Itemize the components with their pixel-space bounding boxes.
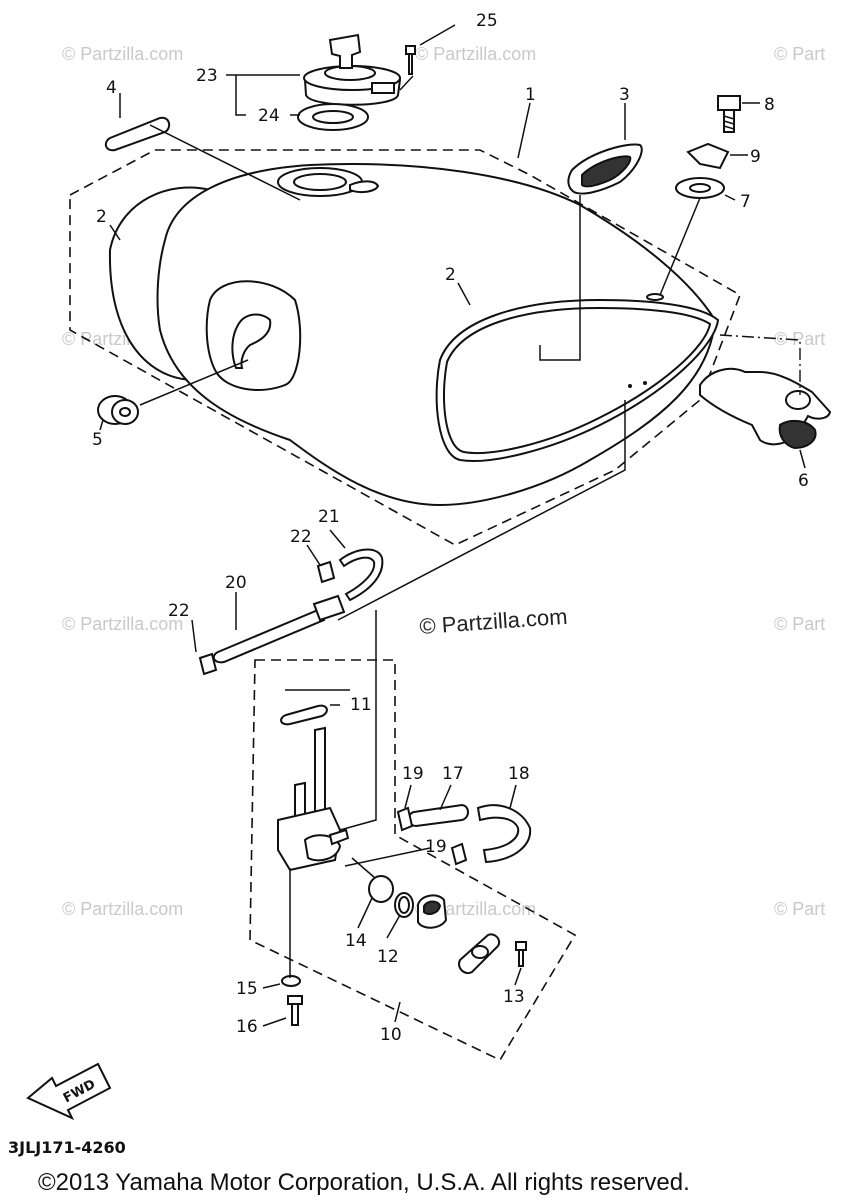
callout-1: 1 (525, 85, 536, 105)
drain-washer (281, 975, 301, 987)
leader-lines (99, 24, 806, 1027)
callout-22-upper: 22 (290, 527, 312, 547)
callout-19-lower: 19 (425, 837, 447, 857)
vacuum-hose (476, 804, 532, 864)
hose-clip-a (396, 806, 414, 832)
watermark: © Partzilla.com (62, 899, 183, 919)
cap-gasket (297, 103, 369, 131)
tank-damper (97, 395, 139, 425)
callout-5: 5 (92, 430, 103, 450)
callout-23: 23 (196, 66, 218, 86)
watermark: © Part (774, 329, 825, 349)
watermark-main: © Partzilla.com (419, 604, 569, 639)
rubber-pad (104, 116, 171, 152)
watermark: © Part (774, 44, 825, 64)
callout-9: 9 (750, 147, 761, 167)
fuel-cock-body (277, 726, 350, 872)
watermark: © Part (774, 614, 825, 634)
callout-11: 11 (350, 695, 372, 715)
lever (417, 894, 448, 929)
callout-18: 18 (508, 764, 530, 784)
mount-plate (686, 142, 730, 170)
callout-21: 21 (318, 507, 340, 527)
callout-3: 3 (619, 85, 630, 105)
hose-clip-upper (316, 560, 336, 584)
callout-2-side: 2 (445, 265, 456, 285)
callout-17: 17 (442, 764, 464, 784)
callout-19-upper: 19 (402, 764, 424, 784)
watermarks: © Partzilla.com © Partzilla.com © Part ©… (62, 44, 825, 919)
callout-24: 24 (258, 106, 280, 126)
cover-screw (515, 941, 527, 967)
callout-8: 8 (764, 95, 775, 115)
vacuum-pipe (408, 803, 469, 828)
fuel-hose-upper (338, 548, 384, 602)
cap-screw (405, 45, 416, 75)
filter-cup (368, 875, 394, 903)
gasket-ring (394, 892, 414, 918)
fuel-tank-cap (303, 33, 402, 106)
copyright-notice: ©2013 Yamaha Motor Corporation, U.S.A. A… (38, 1169, 690, 1196)
callout-15: 15 (236, 979, 258, 999)
callout-7: 7 (740, 192, 751, 212)
callout-16: 16 (236, 1017, 258, 1037)
fuel-pipe (212, 594, 346, 664)
tank-bracket (699, 367, 832, 450)
tank-assembly-boundary (69, 149, 741, 546)
hose-clip-lower (198, 652, 218, 676)
fuel-cock-assembly-boundary (249, 659, 577, 1062)
mount-bolt (717, 95, 741, 133)
callout-4: 4 (106, 78, 117, 98)
fwd-arrow: FWD (26, 1062, 112, 1121)
callout-25: 25 (476, 11, 498, 31)
callout-22-lower: 22 (168, 601, 190, 621)
callout-20: 20 (225, 573, 247, 593)
callout-14: 14 (345, 931, 367, 951)
watermark: © Partzilla.com (415, 44, 536, 64)
callout-10: 10 (380, 1025, 402, 1045)
cover-plate (458, 933, 501, 974)
tank-emblem (567, 143, 643, 195)
watermark: © Partzilla.com (62, 614, 183, 634)
diagram-code: 3JLJ171-4260 (8, 1138, 126, 1157)
callout-labels: 25 23 24 4 1 3 8 9 7 2 2 5 6 21 22 20 22… (92, 11, 809, 1045)
callout-6: 6 (798, 471, 809, 491)
fuel-tank (108, 163, 720, 507)
callout-12: 12 (377, 947, 399, 967)
mount-washer (675, 177, 725, 199)
callout-13: 13 (503, 987, 525, 1007)
drain-screw (287, 995, 303, 1026)
watermark: © Partzilla.com (62, 44, 183, 64)
watermark: © Part (774, 899, 825, 919)
hose-clip-b (450, 842, 468, 866)
o-ring (280, 704, 328, 726)
callout-2-rear: 2 (96, 207, 107, 227)
